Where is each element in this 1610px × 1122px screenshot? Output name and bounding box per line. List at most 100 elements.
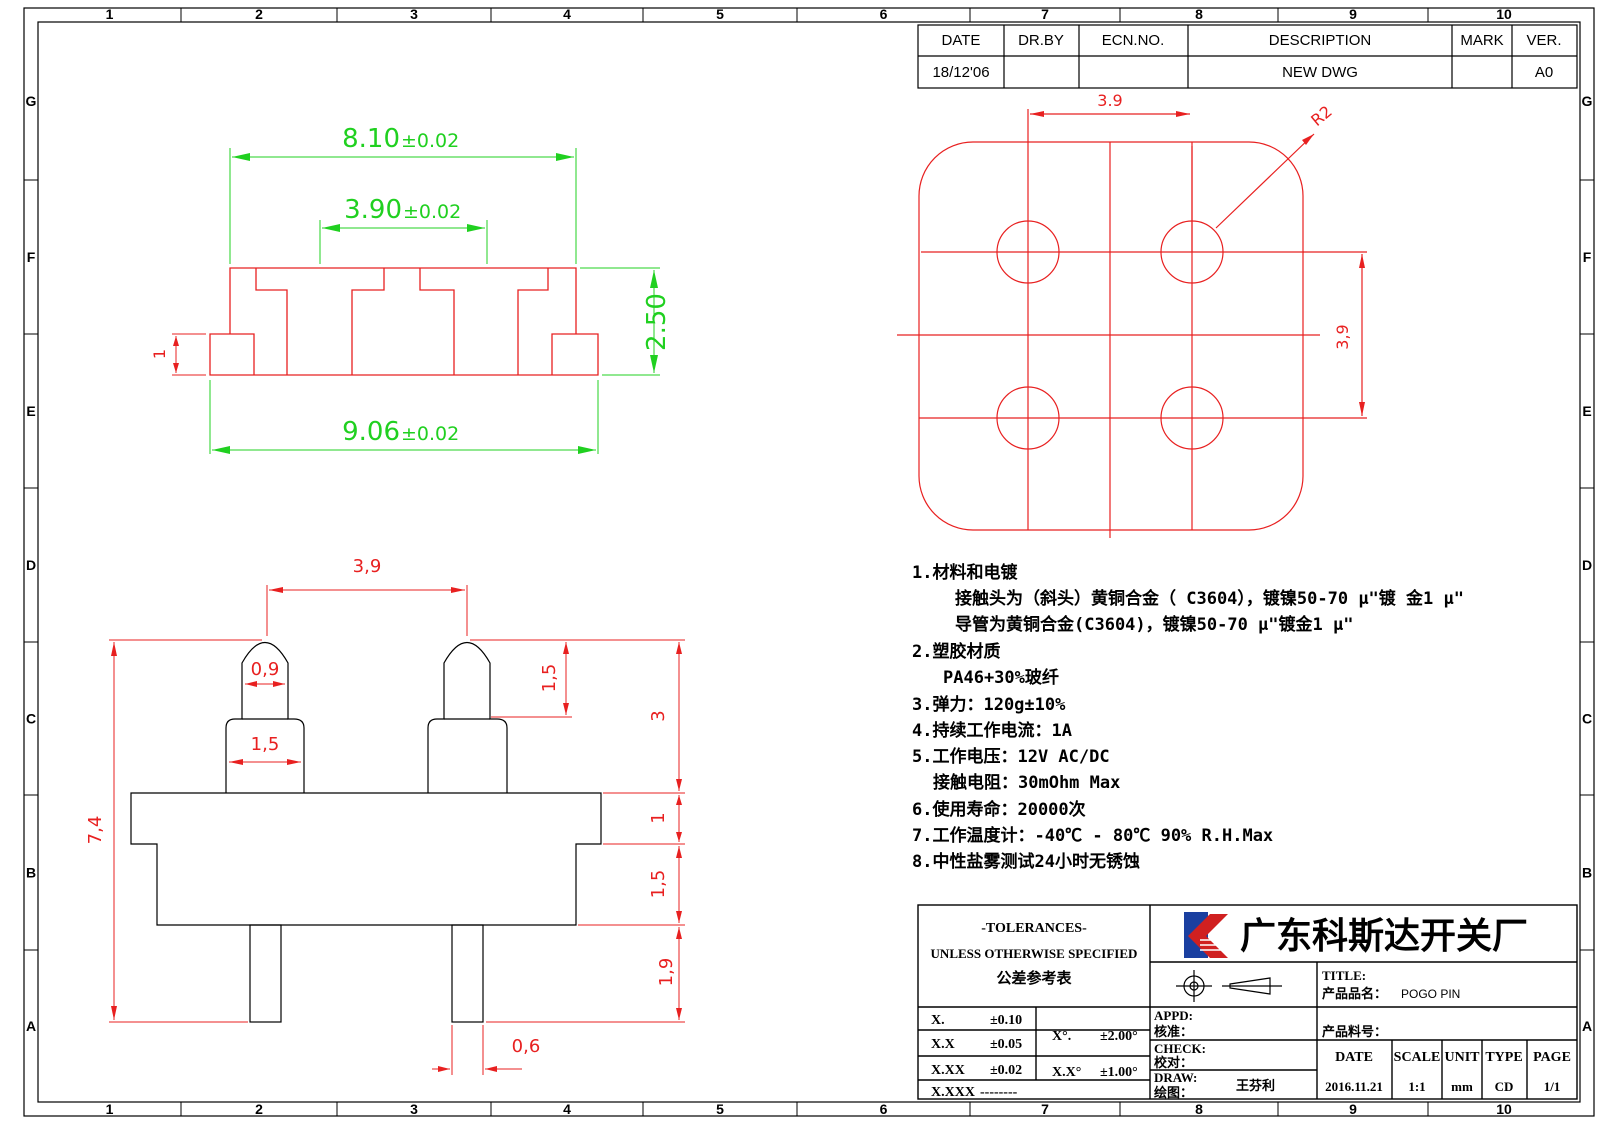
zone-row-label: F bbox=[1583, 249, 1592, 265]
rev-header-ecn: ECN.NO. bbox=[1102, 32, 1165, 49]
dim-pin-length: 1,9 bbox=[656, 958, 677, 987]
dim-radius: R2 bbox=[1307, 102, 1336, 130]
note-line: 接触头为（斜头）黄铜合金（ C3604），镀镍50-70 μ"镀 金1 μ" bbox=[955, 588, 1464, 609]
zone-row-label: E bbox=[1582, 403, 1591, 419]
product-name-label: 产品品名： bbox=[1322, 986, 1387, 1001]
note-line: 导管为黄铜合金(C3604)，镀镍50-70 μ"镀金1 μ" bbox=[955, 614, 1353, 635]
dim-top-width: 8.10 bbox=[342, 124, 400, 154]
rev-header-mark: MARK bbox=[1460, 32, 1503, 49]
check-label: CHECK: bbox=[1154, 1041, 1206, 1056]
zone-row-label: C bbox=[1582, 711, 1592, 727]
zone-row-label: D bbox=[26, 557, 36, 573]
front-view-arrows bbox=[212, 153, 658, 454]
note-line: PA46+30%玻纤 bbox=[943, 667, 1059, 688]
dim-bottom-width: 9.06 bbox=[342, 417, 400, 447]
company-name: 广东科斯达开关厂 bbox=[1240, 915, 1528, 956]
val-unit: mm bbox=[1451, 1079, 1473, 1094]
zone-row-label: G bbox=[1582, 93, 1593, 109]
tolerance-section: -TOLERANCES- UNLESS OTHERWISE SPECIFIED … bbox=[931, 921, 1138, 1100]
note-line: 4.持续工作电流：1A bbox=[912, 720, 1072, 741]
zone-col-label: 9 bbox=[1349, 6, 1357, 22]
zone-col-label: 8 bbox=[1195, 1101, 1203, 1117]
appd-cn-label: 核准： bbox=[1154, 1024, 1193, 1039]
top-view-arrows bbox=[1030, 111, 1365, 416]
ang-key: X.X° bbox=[1052, 1065, 1081, 1080]
val-date: 2016.11.21 bbox=[1325, 1079, 1383, 1094]
dim-base1: 1 bbox=[648, 812, 669, 823]
tol-key: X.X bbox=[931, 1037, 955, 1052]
dim-top-width-tol: ±0.02 bbox=[401, 130, 459, 152]
col-scale: SCALE bbox=[1394, 1050, 1441, 1065]
dim-pitch-x: 3.9 bbox=[1097, 91, 1122, 110]
projection-symbol bbox=[1176, 970, 1282, 1002]
product-no-cn-label: 产品料号： bbox=[1322, 1024, 1387, 1039]
front-view-outline bbox=[209, 267, 599, 376]
product-name: POGO PIN bbox=[1401, 987, 1460, 1001]
tol-value: ±0.10 bbox=[990, 1013, 1022, 1028]
note-line: 8.中性盐雾测试24小时无锈蚀 bbox=[912, 851, 1140, 872]
dim-bottom-width-tol: ±0.02 bbox=[401, 423, 459, 445]
zone-col-label: 10 bbox=[1496, 1101, 1512, 1117]
rev-version: A0 bbox=[1535, 64, 1553, 81]
drawer-name: 王芬利 bbox=[1236, 1078, 1275, 1093]
zone-col-label: 8 bbox=[1195, 6, 1203, 22]
pin-right bbox=[427, 642, 508, 793]
zone-col-label: 6 bbox=[880, 6, 888, 22]
side-view-body bbox=[130, 792, 602, 926]
zone-row-label: F bbox=[27, 249, 36, 265]
zone-col-label: 2 bbox=[255, 1101, 263, 1117]
front-view: 8.10 ±0.02 3.90 ±0.02 9.06 ±0.02 2.50 1 bbox=[150, 124, 672, 454]
side-view-arrows bbox=[111, 587, 682, 1072]
side-view bbox=[130, 642, 602, 1023]
zone-col-label: 3 bbox=[410, 1101, 418, 1117]
zone-col-label: 1 bbox=[106, 6, 114, 22]
pin-tail-left bbox=[249, 924, 282, 1023]
tol-key: X. bbox=[931, 1013, 945, 1028]
front-view-dims bbox=[209, 148, 660, 454]
dim-total-height: 7,4 bbox=[85, 816, 106, 845]
zone-col-label: 10 bbox=[1496, 6, 1512, 22]
title-label: TITLE: bbox=[1322, 968, 1366, 983]
notes: 1.材料和电镀 接触头为（斜头）黄铜合金（ C3604），镀镍50-70 μ"镀… bbox=[912, 562, 1464, 872]
zone-col-label: 5 bbox=[716, 1101, 724, 1117]
pin-left bbox=[225, 642, 305, 793]
pin-tail-right bbox=[451, 924, 484, 1023]
zone-row-label: C bbox=[26, 711, 36, 727]
rev-header-description: DESCRIPTION bbox=[1269, 32, 1372, 49]
zone-col-label: 4 bbox=[563, 1101, 571, 1117]
dim-mid-width: 3.90 bbox=[344, 195, 402, 225]
ang-value: ±2.00° bbox=[1100, 1029, 1138, 1044]
tolerance-cn: 公差参考表 bbox=[996, 969, 1072, 987]
val-scale: 1:1 bbox=[1408, 1079, 1425, 1094]
note-line: 1.材料和电镀 bbox=[912, 562, 1018, 583]
sheet-border bbox=[23, 7, 1595, 1117]
col-unit: UNIT bbox=[1444, 1050, 1480, 1065]
zone-row-label: D bbox=[1582, 557, 1592, 573]
tolerance-title: -TOLERANCES- bbox=[981, 921, 1087, 936]
zone-col-label: 2 bbox=[255, 6, 263, 22]
dim-height: 2.50 bbox=[642, 293, 672, 351]
zone-col-label: 7 bbox=[1041, 6, 1049, 22]
tol-value: ±0.02 bbox=[990, 1063, 1022, 1078]
zone-row-label: B bbox=[1582, 865, 1592, 881]
zone-col-label: 9 bbox=[1349, 1101, 1357, 1117]
rev-date: 18/12'06 bbox=[932, 64, 989, 81]
zone-col-label: 5 bbox=[716, 6, 724, 22]
zone-col-label: 1 bbox=[106, 1101, 114, 1117]
appd-label: APPD: bbox=[1154, 1008, 1193, 1023]
zone-col-label: 3 bbox=[410, 6, 418, 22]
title-block bbox=[917, 904, 1578, 1100]
dim-mid-width-tol: ±0.02 bbox=[403, 201, 461, 223]
title-fields: TITLE: 产品品名： POGO PIN 产品料号： APPD: 核准： CH… bbox=[1154, 968, 1460, 1100]
note-line: 5.工作电压：12V AC/DC bbox=[912, 746, 1110, 767]
side-view-dims bbox=[109, 585, 685, 1075]
rev-header-drby: DR.BY bbox=[1018, 32, 1064, 49]
ang-value: ±1.00° bbox=[1100, 1065, 1138, 1080]
top-view-outline bbox=[918, 141, 1304, 531]
rev-header-ver: VER. bbox=[1526, 32, 1561, 49]
note-line: 7.工作温度计：-40℃ - 80℃ 90% R.H.Max bbox=[912, 825, 1273, 846]
draw-label: DRAW: bbox=[1154, 1070, 1197, 1085]
draw-cn-label: 绘图： bbox=[1154, 1085, 1193, 1100]
